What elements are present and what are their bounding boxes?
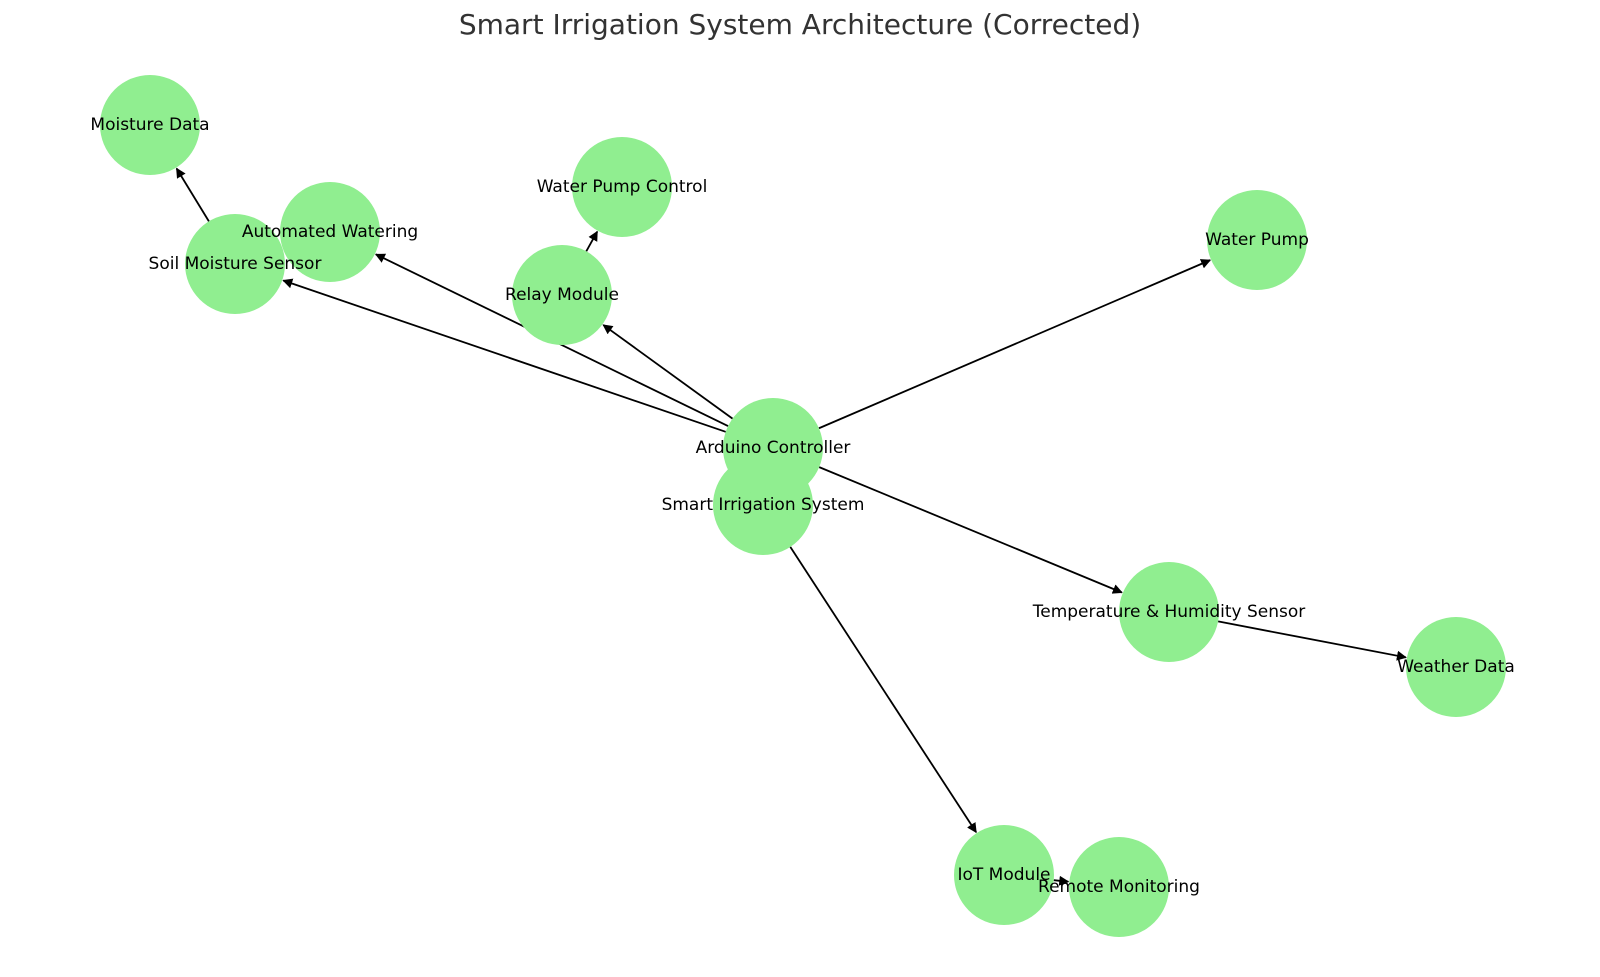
node-label-arduino: Arduino Controller [696, 438, 851, 458]
edge-relay-to-pumpctl [585, 230, 599, 252]
node-arduino [723, 398, 823, 498]
node-label-soil: Soil Moisture Sensor [149, 254, 322, 274]
node-iot [954, 825, 1054, 925]
node-pumpctl [572, 137, 672, 237]
node-label-pump: Water Pump [1205, 230, 1309, 250]
node-label-remote: Remote Monitoring [1038, 877, 1200, 897]
node-automated [280, 182, 380, 282]
node-label-temp: Temperature & Humidity Sensor [1032, 602, 1306, 622]
edge-iot-to-remote [1053, 875, 1070, 886]
node-label-pumpctl: Water Pump Control [537, 177, 708, 197]
node-remote [1069, 837, 1169, 937]
edge-temp-to-weather [1217, 620, 1407, 661]
node-moisture [100, 75, 200, 175]
node-label-smart: Smart Irrigation System [662, 495, 865, 515]
edge-arduino-to-temp [818, 466, 1123, 594]
node-pump [1207, 190, 1307, 290]
diagram-title: Smart Irrigation System Architecture (Co… [458, 8, 1142, 41]
edge-soil-to-moisture [175, 167, 210, 222]
node-weather [1406, 617, 1506, 717]
node-label-relay: Relay Module [505, 285, 619, 305]
edge-arduino-to-relay [602, 324, 734, 420]
edge-arduino-to-soil [282, 278, 726, 433]
nodes-layer [100, 75, 1506, 937]
node-label-moisture: Moisture Data [90, 115, 209, 135]
node-soil [185, 214, 285, 314]
node-label-automated: Automated Watering [242, 222, 418, 242]
node-relay [512, 245, 612, 345]
node-temp [1119, 562, 1219, 662]
edge-smart-to-iot [789, 546, 977, 834]
node-label-weather: Weather Data [1397, 657, 1515, 677]
node-label-iot: IoT Module [957, 865, 1050, 885]
edge-arduino-to-pump [818, 259, 1212, 430]
labels-layer: Smart Irrigation System Arduino Controlle… [90, 115, 1514, 897]
